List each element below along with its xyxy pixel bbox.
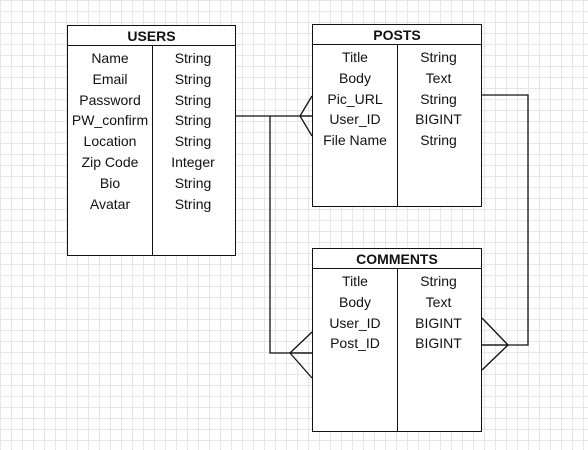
users-field-type: String <box>174 50 212 66</box>
users-type-column: String String String String String Integ… <box>152 48 234 214</box>
users-field-name: Name <box>91 50 129 66</box>
comments-field-type: Text <box>425 293 452 310</box>
comments-column-divider <box>397 269 398 431</box>
users-column-divider <box>152 46 153 255</box>
posts-body: Title Body Pic_URL User_ID File Name Str… <box>313 45 481 206</box>
posts-field-type: String <box>420 90 457 107</box>
posts-type-column: String Text String BIGINT String <box>397 47 480 151</box>
posts-to-comments-connector[interactable] <box>481 94 529 371</box>
users-entity[interactable]: USERS Name Email Password PW_confirm Loc… <box>67 25 236 256</box>
posts-title: POSTS <box>313 25 481 45</box>
comments-body: Title Body User_ID Post_ID String Text B… <box>313 269 481 431</box>
users-to-posts-connector[interactable] <box>236 95 313 137</box>
crows-foot-icon <box>299 95 313 137</box>
users-title: USERS <box>68 26 235 46</box>
comments-field-name: Body <box>339 293 371 310</box>
comments-name-column: Title Body User_ID Post_ID <box>313 271 397 354</box>
comments-entity[interactable]: COMMENTS Title Body User_ID Post_ID Stri… <box>312 248 482 432</box>
users-field-name: Bio <box>99 174 121 191</box>
crows-foot-icon <box>289 331 313 379</box>
posts-name-column: Title Body Pic_URL User_ID File Name <box>313 47 397 151</box>
users-field-type: String <box>174 174 212 191</box>
posts-field-type: String <box>420 132 457 149</box>
comments-type-column: String Text BIGINT BIGINT <box>397 271 480 354</box>
crows-foot-icon <box>481 317 509 371</box>
posts-field-name: Body <box>339 69 371 86</box>
users-to-comments-line <box>269 116 312 354</box>
posts-field-name: File Name <box>323 132 387 149</box>
users-name-column: Name Email Password PW_confirm Location … <box>68 48 152 214</box>
users-to-comments-connector[interactable] <box>269 116 313 379</box>
users-field-name: Zip Code <box>81 153 139 170</box>
comments-field-type: String <box>420 273 457 289</box>
users-field-name: Avatar <box>89 195 131 212</box>
comments-field-name: Title <box>342 273 368 289</box>
users-field-type: String <box>174 195 212 212</box>
users-body: Name Email Password PW_confirm Location … <box>68 46 235 255</box>
users-field-name: Email <box>92 70 128 87</box>
posts-field-name: Pic_URL <box>327 90 383 107</box>
posts-field-type: Text <box>425 69 452 86</box>
users-field-name: PW_confirm <box>71 112 149 129</box>
comments-field-name: User_ID <box>329 314 381 331</box>
comments-field-type: BIGINT <box>415 314 462 331</box>
users-field-type: String <box>174 133 212 150</box>
comments-field-name: Post_ID <box>330 335 380 352</box>
users-field-type: Integer <box>171 153 215 170</box>
posts-column-divider <box>397 45 398 206</box>
posts-field-name: User_ID <box>329 111 381 128</box>
users-field-name: Location <box>83 133 137 150</box>
users-field-type: String <box>174 70 212 87</box>
comments-field-type: BIGINT <box>415 335 462 352</box>
posts-entity[interactable]: POSTS Title Body Pic_URL User_ID File Na… <box>312 24 482 207</box>
posts-field-name: Title <box>342 49 368 65</box>
comments-title: COMMENTS <box>313 249 481 269</box>
users-field-type: String <box>174 112 212 129</box>
posts-field-type: String <box>420 49 457 65</box>
posts-to-comments-line <box>482 94 529 346</box>
posts-field-type: BIGINT <box>415 111 462 128</box>
users-field-name: Password <box>79 91 141 108</box>
users-field-type: String <box>174 91 212 108</box>
